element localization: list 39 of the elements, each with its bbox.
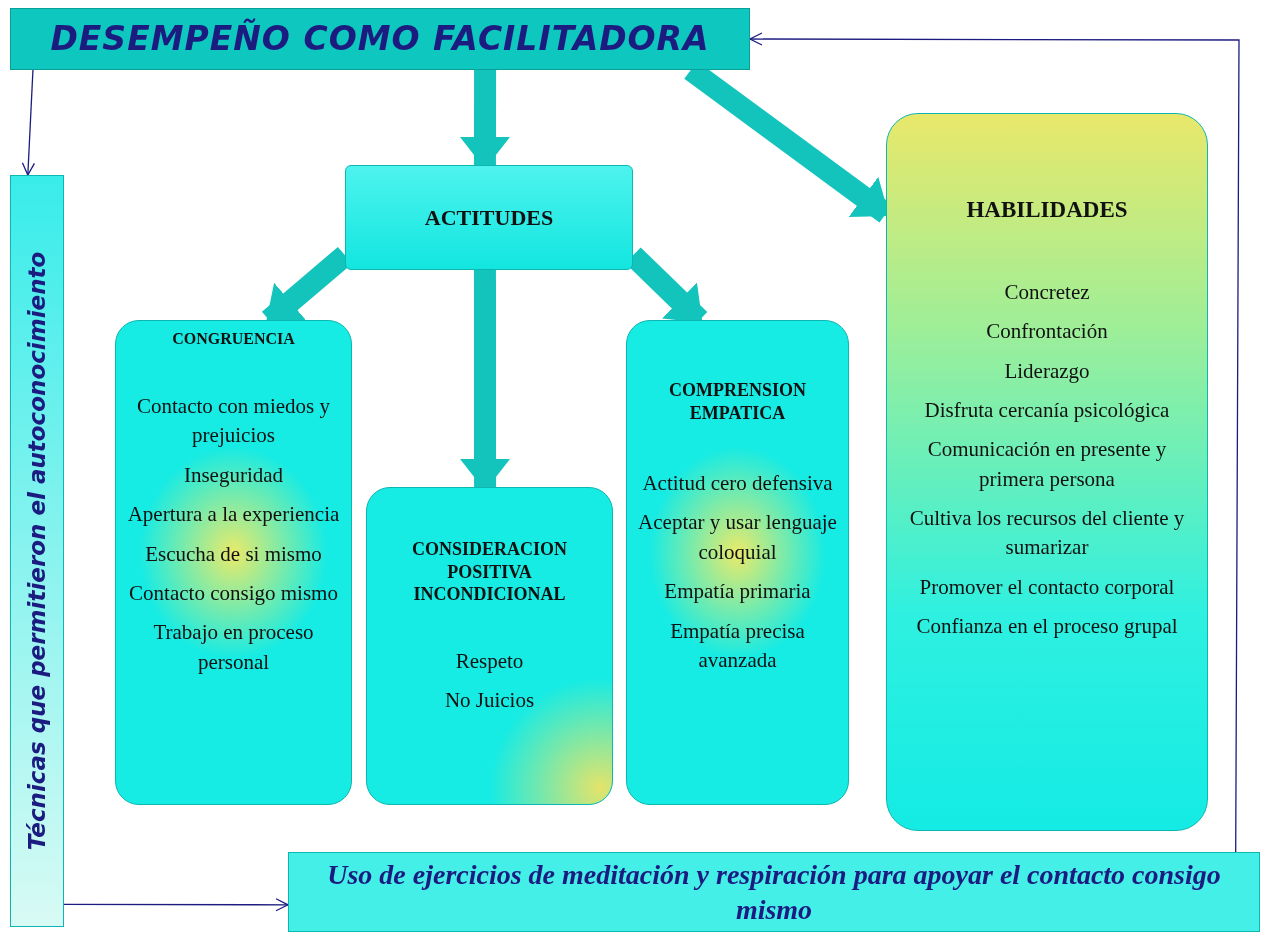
box-heading: ACTITUDES [424, 203, 554, 232]
list-item: Cultiva los recursos del cliente y sumarizar [908, 505, 1186, 562]
arrow [749, 32, 1240, 853]
list-item: Aceptar y usar lenguaje coloquial [637, 509, 838, 566]
list-item: Concretez [1004, 278, 1090, 306]
list-item: Inseguridad [183, 461, 284, 489]
list-item: Confrontación [986, 318, 1108, 346]
title-banner [10, 8, 750, 70]
box-heading: COMPRENSION EMPATICA [668, 379, 807, 424]
footer-banner [288, 852, 1260, 932]
arrow [21, 69, 36, 176]
category-box [886, 113, 1208, 831]
list-item: Escucha de si mismo [145, 540, 322, 568]
list-item: Confianza en el proceso grupal [916, 613, 1178, 641]
list-item: Promover el contacto corporal [919, 573, 1175, 601]
box-heading: CONGRUENCIA [172, 329, 295, 349]
list-item: Contacto con miedos y prejuicios [135, 393, 332, 450]
list-item: Disfruta cercanía psicológica [924, 396, 1170, 424]
category-box [115, 320, 352, 805]
box-heading: CONSIDERACION POSITIVA INCONDICIONAL [411, 538, 568, 606]
list-item: Actitud cero defensiva [642, 470, 833, 497]
list-item: No Juicios [444, 686, 535, 714]
side-banner [10, 175, 64, 927]
arrow [63, 898, 289, 912]
banner-text: Uso de ejercicios de meditación y respiración para apoyar el contacto consigo mismo [326, 858, 1222, 927]
list-item: Contacto consigo mismo [129, 579, 338, 607]
banner-text: DESEMPEÑO COMO FACILITADORA [50, 18, 710, 60]
list-item: Comunicación en presente y primera persona [926, 436, 1168, 493]
list-item: Apertura a la experiencia [127, 501, 340, 529]
category-box [345, 165, 633, 270]
box-heading: HABILIDADES [966, 196, 1128, 224]
list-item: Trabajo en proceso personal [152, 619, 315, 676]
list-item: Liderazgo [1004, 357, 1090, 385]
list-item: Empatía primaria [664, 578, 811, 606]
list-item: Respeto [455, 647, 524, 675]
category-box [366, 487, 613, 805]
category-box [626, 320, 849, 805]
list-item: Empatía precisa avanzada [669, 617, 806, 674]
banner-text: Técnicas que permitieron el autoconocimiento [24, 251, 50, 851]
